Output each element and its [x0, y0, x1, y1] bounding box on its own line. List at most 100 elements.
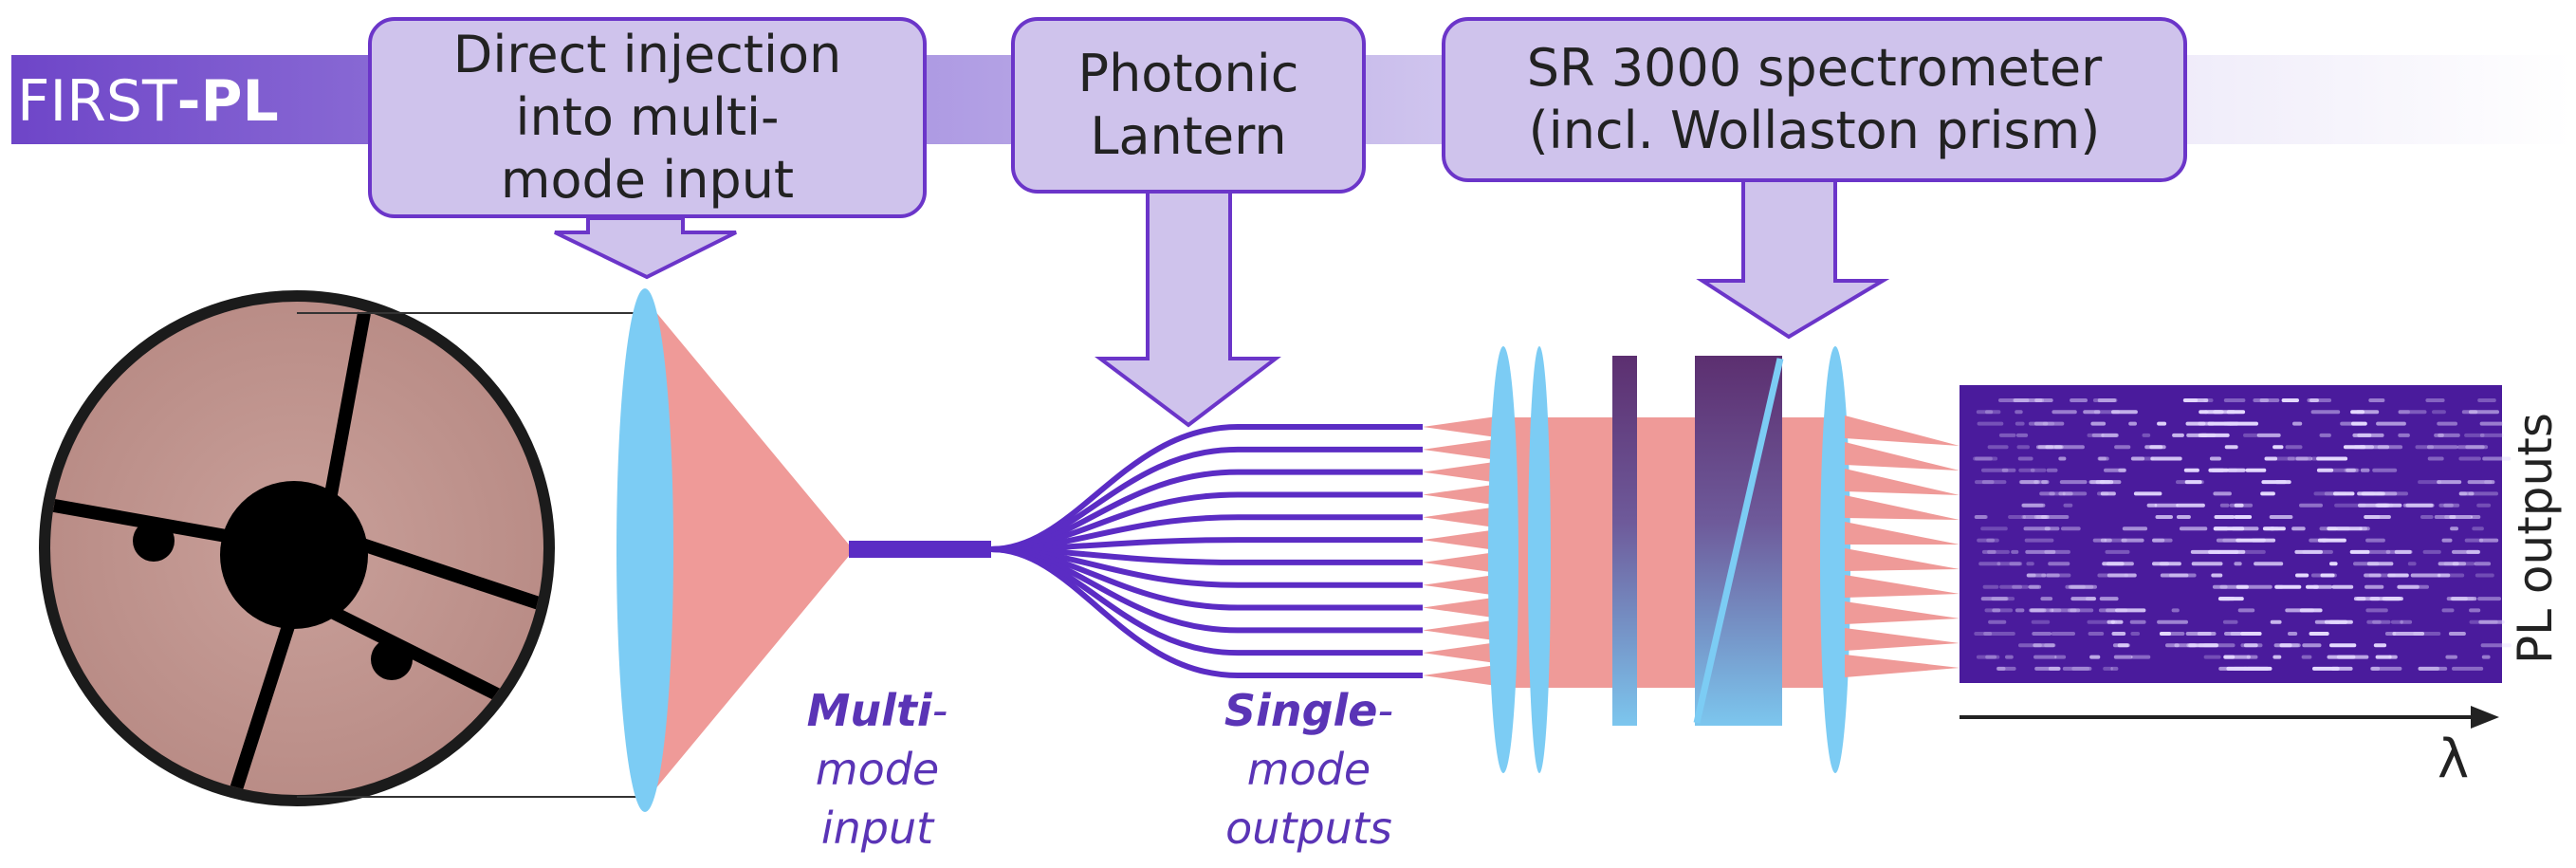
spectrum-streak — [2031, 619, 2051, 624]
spectrum-streak — [2479, 433, 2504, 437]
spectrum-streak — [2051, 608, 2081, 613]
spectrum-streak — [2310, 410, 2341, 415]
spectrum-streak — [1986, 538, 1999, 543]
spectrum-streak — [2310, 573, 2337, 578]
spectrum-streak — [2227, 468, 2246, 472]
spectrum-streak — [2030, 468, 2047, 472]
spectrum-streak — [2159, 632, 2172, 636]
spectrum-streak — [2070, 597, 2096, 601]
spectrum-streak — [2008, 515, 2026, 519]
label-single-bold: Single — [1224, 685, 1378, 736]
down-arrow-icon — [554, 216, 737, 280]
spectrum-streak — [2213, 526, 2229, 531]
spectrum-streak — [2371, 666, 2381, 671]
beamlet — [1423, 507, 1497, 528]
converging-beams — [1845, 416, 1960, 677]
spectrum-streak — [2294, 549, 2323, 554]
spectrum-streak — [2313, 491, 2339, 496]
spectrum-streak — [1981, 468, 2009, 472]
spectrum-streak — [2218, 597, 2244, 601]
spectrum-streak — [1982, 584, 1999, 589]
spectrum-streak — [2059, 480, 2088, 485]
spectrum-streak — [2264, 456, 2295, 461]
spectrum-streak — [2387, 573, 2409, 578]
spectrum-streak — [2054, 445, 2085, 450]
spectrum-streak — [2029, 608, 2054, 613]
spectrum-streak — [2202, 643, 2236, 648]
spectrum-streak — [2243, 433, 2259, 437]
spectrum-streak — [2015, 421, 2025, 426]
spectrum-streak — [2110, 666, 2119, 671]
converging-beam — [1845, 522, 1960, 545]
spectrum-streak — [2211, 468, 2225, 472]
spectrum-streak — [2041, 573, 2071, 578]
spectrum-streak — [2088, 480, 2111, 485]
spectrum-streak — [2049, 608, 2062, 613]
spectrum-streak — [2360, 526, 2370, 531]
spectrum-streak — [2063, 503, 2073, 508]
spectrum-streak — [2481, 655, 2491, 659]
spectrum-streak — [2186, 433, 2217, 437]
spectrum-streak — [2449, 515, 2473, 519]
spectrum-streak — [2381, 491, 2398, 496]
spectrum-streak — [2142, 433, 2151, 437]
spectrum-streak — [2111, 632, 2126, 636]
spectrum-streak — [1974, 515, 1988, 519]
spectrum-streak — [2068, 608, 2077, 613]
spectrum-streak — [2212, 584, 2244, 589]
spectrum-streak — [2157, 619, 2188, 624]
spectrum-streak — [2213, 491, 2232, 496]
spectrum-streak — [2131, 456, 2155, 461]
spectrum-streak — [2045, 445, 2063, 450]
spectrum-streak — [2472, 526, 2484, 531]
spectrum-streak — [2334, 503, 2366, 508]
spectrum-streak — [2048, 666, 2061, 671]
spectrum-streak — [2452, 562, 2467, 566]
spectrum-streak — [2087, 433, 2105, 437]
spectrum-streak — [2191, 562, 2223, 566]
spectrum-streak — [2482, 456, 2512, 461]
spectrum-streak — [2106, 562, 2134, 566]
spectrum-streak — [2344, 468, 2360, 472]
down-arrow-icon — [1696, 178, 1890, 340]
spectrum-streak — [2033, 643, 2055, 648]
spectrum-streak — [2029, 608, 2045, 613]
spectrum-streak — [2150, 456, 2182, 461]
converging-beam — [1845, 442, 1960, 471]
spectrum-streak — [2434, 433, 2444, 437]
spectrum-streak — [1996, 666, 2006, 671]
spectrum-streak — [2285, 445, 2303, 450]
spectrum-streak — [2324, 491, 2347, 496]
spectrum-streak — [2312, 666, 2340, 671]
spectrum-streak — [2405, 503, 2434, 508]
spectrum-streak — [2479, 421, 2504, 426]
spectrum-streak — [1984, 608, 2014, 613]
spectrum-streak — [2017, 456, 2033, 461]
spectrum-streak — [2146, 503, 2158, 508]
spectrum-streak — [2086, 597, 2097, 601]
spectrum-streak — [2407, 562, 2417, 566]
spectrum-streak — [2253, 398, 2269, 402]
spectrum-streak — [2098, 608, 2117, 613]
spectrum-streak — [2261, 480, 2287, 485]
spectrum-streak — [1976, 655, 2000, 659]
spectrum-streak — [1996, 562, 2021, 566]
spectrum-streak — [2329, 619, 2347, 624]
spectrum-streak — [2474, 562, 2492, 566]
spectrum-streak — [2214, 515, 2236, 519]
spectrum-streak — [2046, 573, 2060, 578]
spectrum-streak — [2016, 445, 2030, 450]
callout-lantern-text: Photonic Lantern — [1077, 44, 1299, 166]
spectrum-streak — [2350, 410, 2364, 415]
spectrum-streak — [2302, 643, 2322, 648]
spectrum-streak — [2382, 503, 2394, 508]
spectrum-streak — [2484, 480, 2493, 485]
spectrum-streak — [2103, 666, 2113, 671]
spectrum-streak — [2364, 584, 2384, 589]
wavelength-arrowhead — [2471, 706, 2499, 729]
spectrum-streak — [2475, 573, 2494, 578]
spectrum-streak — [2028, 584, 2042, 589]
spectrum-streak — [2070, 584, 2086, 589]
spectrum-streak — [2229, 503, 2254, 508]
spectrum-streak — [2243, 643, 2258, 648]
